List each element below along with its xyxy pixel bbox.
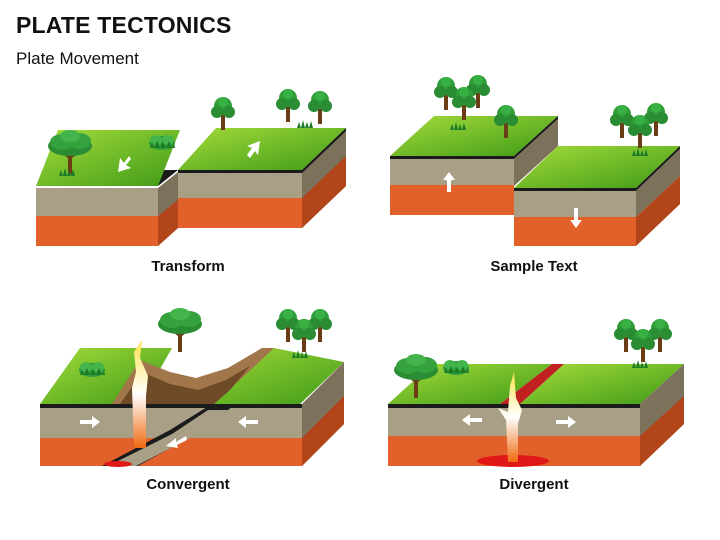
tree-icon <box>158 308 202 352</box>
bush-icon <box>149 135 175 150</box>
plate-surface <box>520 364 684 404</box>
caption-convergent: Convergent <box>146 476 230 493</box>
grass-icon <box>297 120 313 128</box>
bush-icon <box>79 362 105 377</box>
arrow-right-icon <box>556 416 576 428</box>
caption-divergent: Divergent <box>499 476 569 493</box>
arrow-right-icon <box>80 416 100 428</box>
divergent-diagram <box>388 319 684 467</box>
sample-diagram <box>390 75 680 246</box>
caption-transform: Transform <box>151 258 225 275</box>
arrow-down-left-icon <box>118 156 131 172</box>
plate-surface <box>514 146 680 188</box>
arrow-left-icon <box>462 414 482 426</box>
arrow-up-right-icon <box>247 141 260 158</box>
convergent-diagram <box>40 308 344 467</box>
page-subtitle: Plate Movement <box>16 49 139 68</box>
plate-surface <box>178 128 346 170</box>
arrow-down-icon <box>570 208 582 228</box>
transform-diagram <box>36 89 346 246</box>
arrow-up-icon <box>443 172 455 192</box>
plate-surface <box>390 116 558 156</box>
caption-sample: Sample Text <box>490 258 578 275</box>
arrow-left-icon <box>238 416 258 428</box>
arrow-down-left-icon <box>166 436 187 448</box>
tree-icon <box>276 89 300 122</box>
lava-icon <box>132 340 148 448</box>
lava-icon <box>498 372 522 462</box>
tree-icon <box>308 91 332 124</box>
page-title: PLATE TECTONICS <box>16 12 232 38</box>
tree-icon <box>211 97 235 130</box>
bush-icon <box>443 360 469 375</box>
